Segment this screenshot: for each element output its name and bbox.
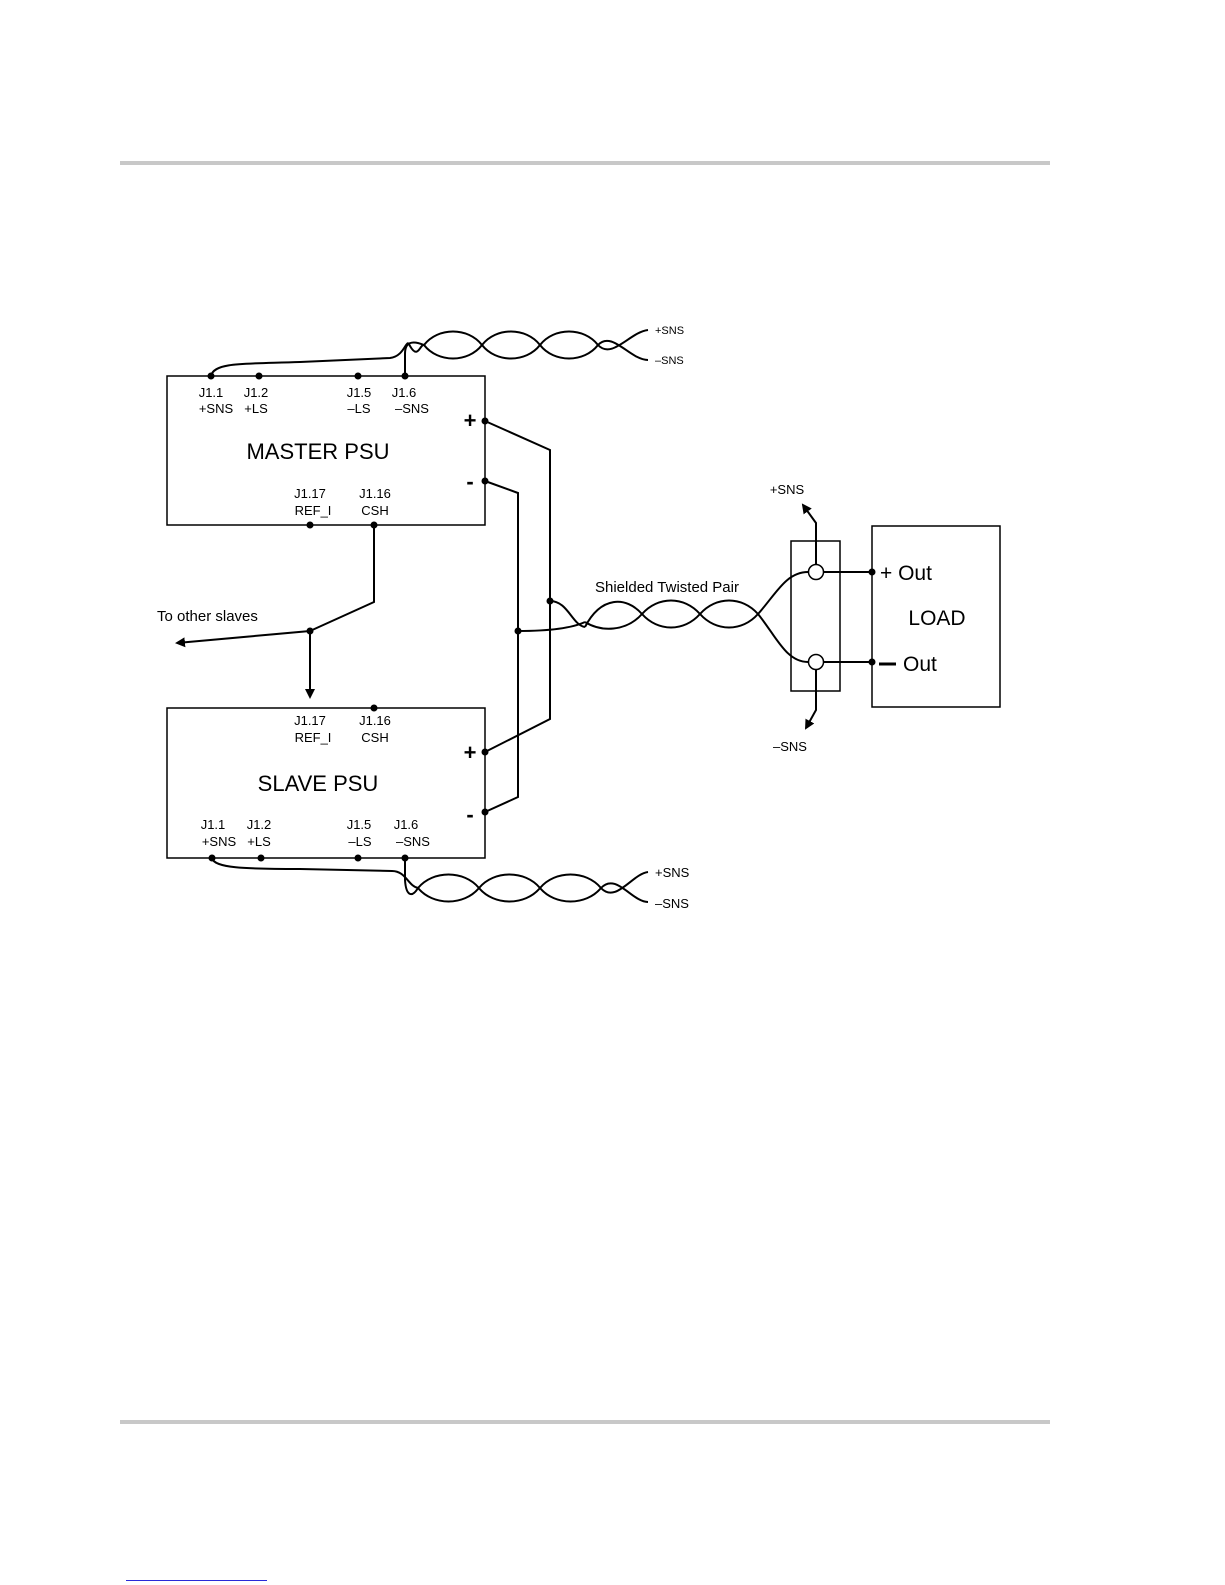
junction-dot [402,373,409,380]
master-pin-name: +LS [244,401,268,416]
master-sense-strand-b [424,332,648,361]
slave-sense-strand-b [418,875,648,903]
cable-minus-lead [518,622,585,631]
master-pin-number: J1.16 [359,486,391,501]
slave-pin-number: J1.17 [294,713,326,728]
junction-dot [482,418,489,425]
master-pin-number: J1.17 [294,486,326,501]
master-psu-title: MASTER PSU [246,439,389,464]
master-pin-name: CSH [361,503,388,518]
master-pin-number: J1.6 [392,385,417,400]
slave-pin-name: –LS [348,834,371,849]
junction-dot [402,855,409,862]
master-pin-name: +SNS [199,401,234,416]
slave-minus-terminal-label: - [466,802,473,827]
slave-sense-strand-a [418,872,648,902]
master-plus-terminal-label: + [464,408,477,433]
master-pin-number: J1.5 [347,385,372,400]
load-out-plus-label: + Out [880,562,932,585]
slave-sense-minus-lead [405,858,418,894]
load-plus-sense-label: +SNS [770,482,805,497]
slave-psu-title: SLAVE PSU [258,771,379,796]
junction-dot [256,373,263,380]
master-pin-name: –LS [347,401,370,416]
junction-dot [482,809,489,816]
load-title: LOAD [908,607,965,630]
master-pin-number: J1.1 [199,385,224,400]
junction-dot [355,855,362,862]
junction-dot [371,522,378,529]
slave-pin-number: J1.2 [247,817,272,832]
cable-to-minus-terminal [758,614,808,662]
slave-pin-name: +LS [247,834,271,849]
junction-dot [258,855,265,862]
slave-pin-number: J1.6 [394,817,419,832]
master-pin-number: J1.2 [244,385,269,400]
plus-terminal-connector [809,565,824,580]
junction-dot [482,749,489,756]
load-plus-sense-wire [803,505,816,565]
to-other-slaves-wire [177,631,310,643]
cable-to-plus-terminal [758,572,808,614]
junction-dot [307,628,314,635]
junction-dot [371,705,378,712]
junction-dot [355,373,362,380]
twisted-pair-strand-b [585,601,758,629]
slave-pin-name: CSH [361,730,388,745]
junction-dot [307,522,314,529]
load-out-minus-label: Out [903,653,937,676]
minus-terminal-connector [809,655,824,670]
minus-output-wire [485,481,518,812]
to-other-slaves-label: To other slaves [157,608,258,625]
master-sense-plus-label: +SNS [655,325,684,337]
junction-dot [869,659,876,666]
load-minus-sense-wire [806,669,816,728]
junction-dot [869,569,876,576]
slave-pin-name: –SNS [396,834,430,849]
slave-sense-plus-label: +SNS [655,865,690,880]
wiring [177,330,872,902]
slave-pin-number: J1.5 [347,817,372,832]
csh-wire [310,525,374,631]
master-sense-strand-a [424,330,648,359]
slave-sense-minus-label: –SNS [655,896,689,911]
master-sense-minus-label: –SNS [655,355,684,367]
slave-pin-name: +SNS [202,834,237,849]
slave-pin-number: J1.16 [359,713,391,728]
slave-pin-name: REF_I [295,730,332,745]
junction-dot [547,598,554,605]
slave-plus-terminal-label: + [464,740,477,765]
slave-pin-number: J1.1 [201,817,226,832]
junction-dot [208,373,215,380]
master-minus-terminal-label: - [466,469,473,494]
master-sense-plus-lead [211,343,424,376]
cable-label: Shielded Twisted Pair [595,579,739,596]
load-minus-sense-label: –SNS [773,739,807,754]
slave-sense-plus-lead [212,858,418,888]
junction-dot [482,478,489,485]
junction-dot [209,855,216,862]
master-psu-block: MASTER PSU J1.1 +SNS J1.2 +LS J1.5 –LS J… [167,376,485,525]
master-pin-name: REF_I [295,503,332,518]
junction-dot [515,628,522,635]
master-pin-name: –SNS [395,401,429,416]
twisted-pair-strand-a [585,601,758,628]
slave-psu-block: SLAVE PSU J1.17 REF_I J1.16 CSH J1.1 +SN… [167,708,485,858]
load-block: LOAD + Out Out [872,526,1000,707]
